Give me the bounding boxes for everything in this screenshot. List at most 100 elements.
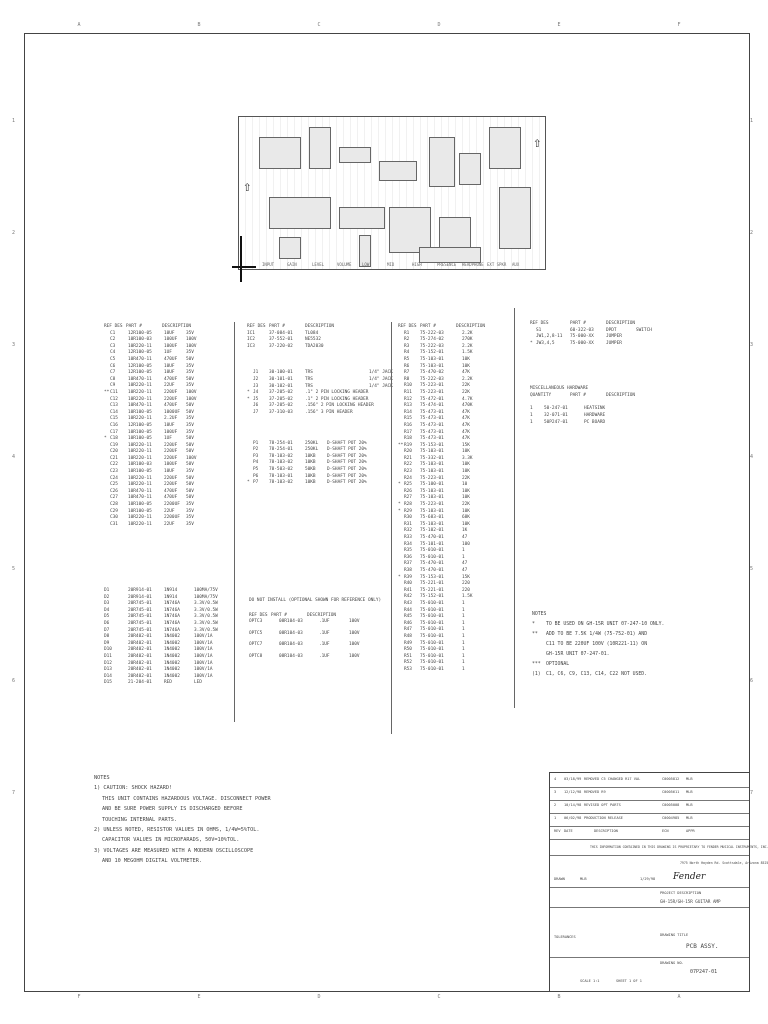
company-address: 7975 North Hayden Rd. Scottsdale, Arizon… — [680, 861, 768, 865]
pcb-layout-drawing: ⇧ ⇧ — [238, 116, 546, 270]
misc-hardware-title: MISCELLANEOUS HARDWARE — [530, 386, 589, 391]
table-cell: IC1 — [247, 330, 255, 336]
table-cell: R34 — [404, 541, 412, 547]
table-cell: 1N914 — [164, 594, 178, 600]
table-cell: 50V — [186, 442, 194, 448]
drawn-label: DRAWN — [554, 877, 565, 881]
table-cell: 75-223-01 — [420, 383, 444, 389]
table-cell: J3 — [253, 383, 259, 389]
table-cell: 10R470-11 — [128, 356, 152, 362]
table-cell: 100V/1A — [194, 667, 213, 673]
pcb-label: MID — [387, 262, 395, 267]
up-arrow-icon: ⇧ — [533, 135, 542, 151]
table-cell: 100UF — [164, 337, 178, 343]
table-cell: 1N4002 — [164, 667, 180, 673]
zone-label: 4 — [750, 454, 754, 460]
pcb-component-block — [419, 247, 481, 263]
table-cell: 75-010-01 — [420, 660, 444, 666]
table-cell: C20 — [110, 449, 118, 455]
table-cell: 20R402-01 — [128, 647, 152, 653]
table-cell: 10R220-11 — [128, 475, 152, 481]
table-cell: 75-103-01 — [420, 356, 444, 362]
table-cell: 1 — [530, 406, 533, 411]
table-cell: DPDT — [606, 327, 617, 333]
table-cell: 75-010-01 — [420, 614, 444, 620]
table-cell: 2200UF — [164, 515, 180, 521]
table-cell: PART # — [271, 612, 287, 618]
drawing-title-label: DRAWING TITLE — [660, 933, 689, 937]
table-cell: D13 — [104, 667, 112, 673]
table-cell: 10R100-03 — [128, 337, 152, 343]
table-cell: J4 — [253, 390, 259, 396]
title-block-cell: 4 — [554, 777, 557, 781]
table-cell: DESCRIPTION — [606, 393, 636, 398]
table-cell: 10K — [462, 462, 470, 468]
table-cell: R27 — [404, 495, 412, 501]
table-cell: OPTC7 — [249, 642, 263, 648]
table-cell: 1 — [462, 666, 465, 672]
table-cell: 3.3V/0.5W — [194, 627, 218, 633]
table-cell: RED — [164, 680, 172, 686]
table-cell: 12R100-05 — [128, 350, 152, 356]
pcb-component-block — [269, 197, 331, 229]
table-cell: C17 — [110, 429, 118, 435]
table-cell: .1UF — [319, 630, 330, 636]
table-cell: C24 — [110, 475, 118, 481]
table-cell: 75-010-01 — [420, 647, 444, 653]
table-cell: 250KL — [305, 440, 319, 446]
table-cell: J2 — [253, 376, 259, 382]
table-cell: R47 — [404, 627, 412, 633]
table-cell: 21-204-01 — [128, 680, 152, 686]
table-cell: 35V — [186, 350, 194, 356]
table-cell: R22 — [404, 462, 412, 468]
table-cell: 1N746A — [164, 620, 180, 626]
table-cell: 30-100-01 — [269, 370, 293, 376]
zone-label: C — [317, 22, 321, 28]
table-cell: R29 — [404, 508, 412, 514]
table-cell: D-SHAFT POT 20% — [327, 453, 367, 459]
table-cell: 10K — [462, 488, 470, 494]
table-cell: 75-010-01 — [420, 554, 444, 560]
title-block-cell: MLB — [686, 790, 693, 794]
table-cell: 10R220-11 — [128, 442, 152, 448]
table-cell: 08R104-03 — [279, 653, 303, 659]
notes-title: NOTES — [532, 612, 547, 617]
title-block-rule — [550, 800, 749, 801]
table-cell: 10K — [462, 495, 470, 501]
table-cell: 37-205-02 — [269, 403, 293, 409]
table-cell: J7 — [253, 409, 259, 415]
table-cell: 75-153-01 — [420, 442, 444, 448]
table-cell: R46 — [404, 620, 412, 626]
table-cell: 2200UF — [164, 502, 180, 508]
table-cell: .1UF — [319, 642, 330, 648]
table-cell: 35V — [186, 416, 194, 422]
table-cell: QUANTITY — [530, 393, 552, 398]
table-cell: 1N746A — [164, 627, 180, 633]
table-cell: 75-221-01 — [420, 587, 444, 593]
table-cell: DESCRIPTION — [456, 324, 486, 329]
table-cell: 250KL — [305, 447, 319, 453]
